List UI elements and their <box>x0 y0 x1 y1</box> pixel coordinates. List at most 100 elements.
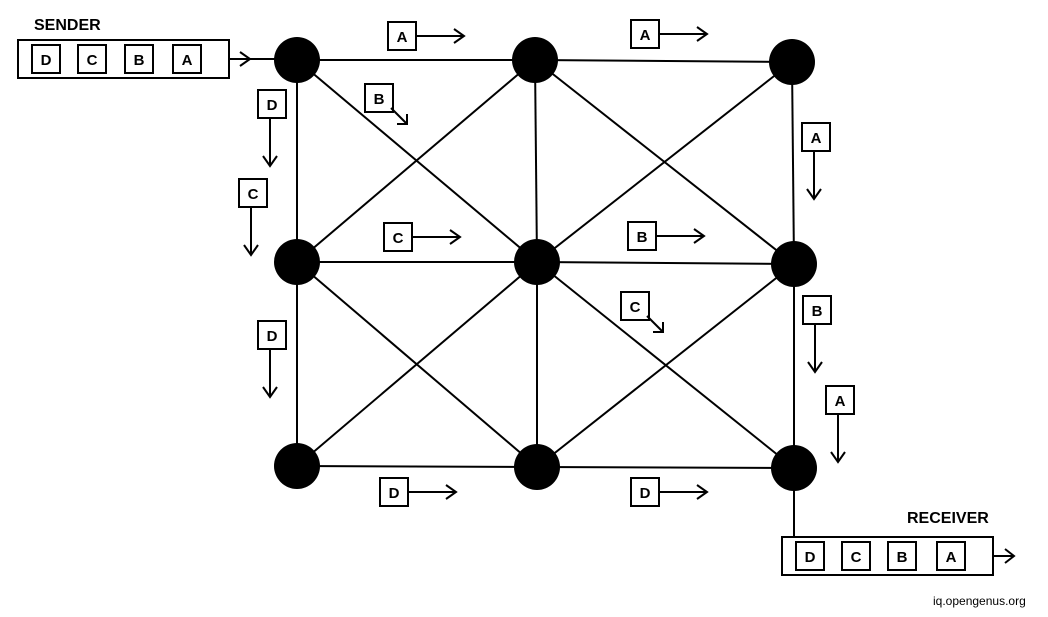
packet-box: A <box>387 21 417 51</box>
packet-box: B <box>802 295 832 325</box>
packet-box: A <box>630 19 660 49</box>
packet-label: A <box>835 393 846 410</box>
sender-packet: C <box>77 44 107 74</box>
direction-arrow <box>262 118 278 168</box>
packet-label: A <box>182 52 193 69</box>
network-link <box>536 61 793 263</box>
sender-packet: A <box>172 44 202 74</box>
router-node <box>274 239 320 285</box>
direction-arrow <box>659 26 709 42</box>
packet-label: A <box>640 27 651 44</box>
packet-label: D <box>640 485 651 502</box>
packet-label: A <box>811 130 822 147</box>
sender-output-arrow <box>229 51 296 67</box>
packet-label: B <box>637 229 648 246</box>
packet-label: B <box>134 52 145 69</box>
transit-packet: B <box>364 83 408 125</box>
direction-arrow <box>807 324 823 374</box>
transit-packet: D <box>257 320 287 399</box>
packet-label: D <box>389 485 400 502</box>
packet-label: C <box>248 186 259 203</box>
transit-packet: D <box>379 477 458 507</box>
router-node <box>512 37 558 83</box>
direction-arrow <box>830 414 846 464</box>
packet-label: C <box>87 52 98 69</box>
transit-packet: D <box>257 89 287 168</box>
receiver-packet: B <box>887 541 917 571</box>
direction-arrow <box>656 228 706 244</box>
network-link <box>536 261 795 265</box>
receiver-output-arrow <box>993 548 1016 564</box>
network-link <box>534 59 793 63</box>
direction-arrow <box>659 484 709 500</box>
receiver-packet: D <box>795 541 825 571</box>
network-link <box>791 61 795 265</box>
packet-label: C <box>630 299 641 316</box>
network-link <box>296 465 538 468</box>
direction-arrow <box>390 107 408 125</box>
transit-packet: A <box>801 122 831 201</box>
direction-arrow <box>806 151 822 201</box>
direction-arrow <box>646 315 664 333</box>
packet-label: A <box>946 549 957 566</box>
transit-packet: A <box>825 385 855 464</box>
packet-box: D <box>379 477 409 507</box>
packet-label: A <box>397 29 408 46</box>
network-link <box>536 466 795 469</box>
receiver-title: RECEIVER <box>907 510 989 527</box>
direction-arrow <box>408 484 458 500</box>
router-node <box>514 239 560 285</box>
packet-box: C <box>383 222 413 252</box>
sender-packet: B <box>124 44 154 74</box>
packet-box: C <box>620 291 650 321</box>
network-link <box>296 261 538 467</box>
transit-packet: A <box>387 21 466 51</box>
direction-arrow <box>243 207 259 257</box>
network-edges <box>296 59 795 469</box>
packet-label: B <box>374 91 385 108</box>
sender-packet: D <box>31 44 61 74</box>
packet-label: D <box>267 328 278 345</box>
watermark: iq.opengenus.org <box>933 594 1026 608</box>
transit-packet: D <box>630 477 709 507</box>
network-link <box>296 59 536 263</box>
packet-label: D <box>41 52 52 69</box>
transit-packet: B <box>627 221 706 251</box>
packet-label: D <box>267 97 278 114</box>
packet-box: C <box>238 178 268 208</box>
receiver-packet: A <box>936 541 966 571</box>
direction-arrow <box>416 28 466 44</box>
router-node <box>274 443 320 489</box>
network-link <box>534 59 538 263</box>
router-node <box>771 241 817 287</box>
transit-packet: B <box>802 295 832 374</box>
transit-packet: A <box>630 19 709 49</box>
packet-box: B <box>364 83 394 113</box>
network-link <box>536 263 795 468</box>
packet-box: A <box>801 122 831 152</box>
transit-packet: C <box>238 178 268 257</box>
packet-label: C <box>851 549 862 566</box>
packet-label: B <box>812 303 823 320</box>
receiver-packet: C <box>841 541 871 571</box>
direction-arrow <box>262 349 278 399</box>
packet-box: B <box>627 221 657 251</box>
packets-in-transit: A A B D C A C B C D B A D D <box>238 19 855 507</box>
packet-label: B <box>897 549 908 566</box>
packet-label: D <box>805 549 816 566</box>
router-node <box>769 39 815 85</box>
packet-box: D <box>257 320 287 350</box>
direction-arrow <box>412 229 462 245</box>
packet-box: A <box>825 385 855 415</box>
packet-box: D <box>630 477 660 507</box>
router-node <box>514 444 560 490</box>
router-node <box>274 37 320 83</box>
packet-label: C <box>393 230 404 247</box>
sender-title: SENDER <box>34 17 101 34</box>
packet-box: D <box>257 89 287 119</box>
transit-packet: C <box>383 222 462 252</box>
transit-packet: C <box>620 291 664 333</box>
